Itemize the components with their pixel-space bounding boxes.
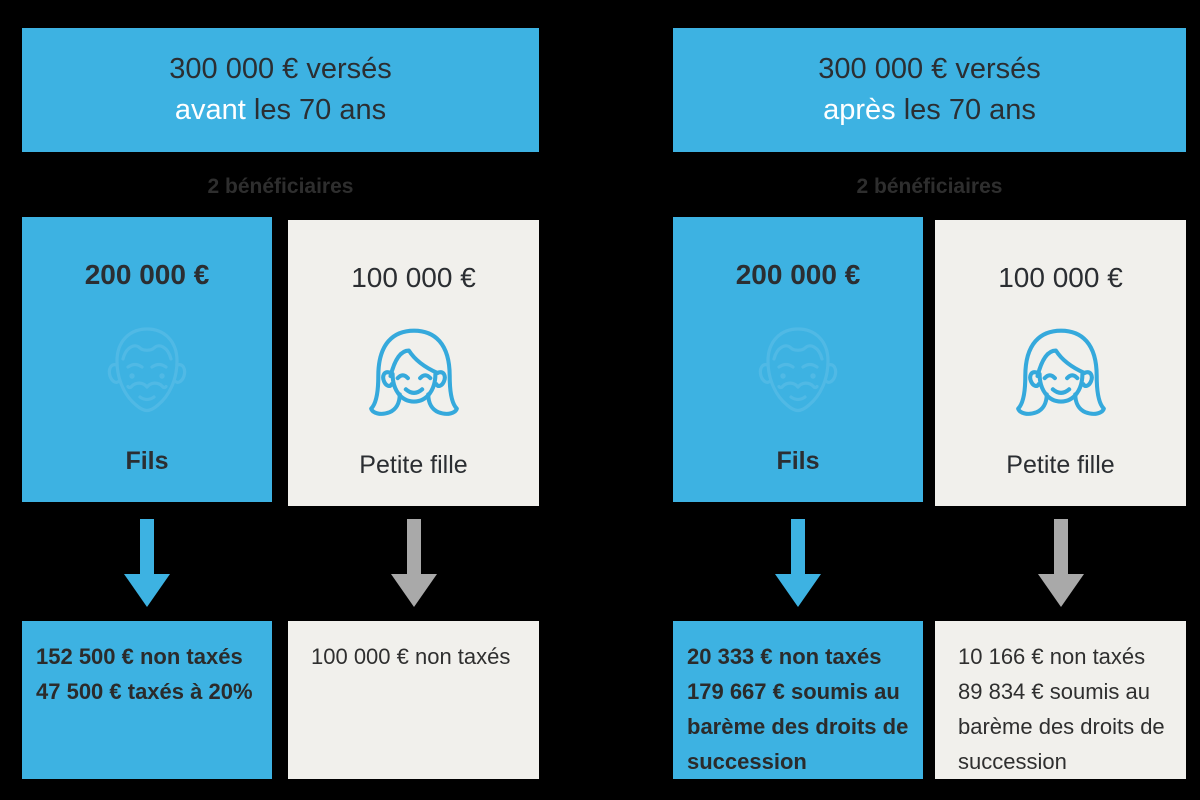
- result-line: 179 667 € soumis au barème des droits de…: [687, 679, 909, 774]
- man-face-icon: [97, 316, 197, 424]
- panel-before-70: 300 000 € versés avant les 70 ans 2 béné…: [22, 28, 539, 779]
- header-line2-rest: les 70 ans: [895, 94, 1036, 126]
- header-line1: 300 000 € versés: [169, 53, 392, 85]
- card-granddaughter-amount: 100 000 €: [351, 262, 476, 293]
- result-line: 152 500 € non taxés: [36, 644, 243, 669]
- header-line2: après les 70 ans: [823, 90, 1036, 131]
- card-granddaughter-label: Petite fille: [1006, 451, 1115, 479]
- card-son: 200 000 € Fils: [673, 217, 923, 502]
- card-granddaughter-label: Petite fille: [359, 451, 468, 479]
- header-line2-rest: les 70 ans: [245, 94, 387, 126]
- arrow-down-gray: [288, 519, 539, 607]
- card-son-label: Fils: [776, 447, 820, 475]
- header-highlight-word: après: [823, 94, 896, 126]
- woman-face-icon: [1010, 320, 1112, 428]
- result-line: 100 000 € non taxés: [311, 644, 511, 669]
- arrow-down-blue: [22, 519, 272, 607]
- result-line: 47 500 € taxés à 20%: [36, 679, 253, 704]
- card-son-label: Fils: [125, 447, 169, 475]
- panel-after-70: 300 000 € versés après les 70 ans 2 béné…: [673, 28, 1186, 779]
- result-line: 20 333 € non taxés: [687, 644, 882, 669]
- arrow-down-gray: [935, 519, 1186, 607]
- header-line2: avant les 70 ans: [175, 90, 386, 131]
- card-son: 200 000 € Fils: [22, 217, 272, 502]
- beneficiaries-count-label: 2 bénéficiaires: [856, 175, 1003, 198]
- card-son-amount: 200 000 €: [735, 259, 861, 290]
- header-before-70: 300 000 € versés avant les 70 ans: [22, 28, 539, 152]
- header-line1: 300 000 € versés: [818, 53, 1041, 85]
- card-granddaughter: 100 000 € Petite fille: [288, 220, 539, 506]
- result-line: 89 834 € soumis au barème des droits de …: [958, 679, 1165, 774]
- card-granddaughter: 100 000 € Petite fille: [935, 220, 1186, 506]
- result-granddaughter-taxation: 10 166 € non taxés 89 834 € soumis au ba…: [935, 621, 1186, 779]
- arrow-down-blue: [673, 519, 923, 607]
- result-son-taxation: 20 333 € non taxés 179 667 € soumis au b…: [673, 621, 923, 779]
- header-highlight-word: avant: [174, 94, 246, 126]
- result-line: 10 166 € non taxés: [958, 644, 1146, 669]
- card-son-amount: 200 000 €: [84, 259, 210, 290]
- result-granddaughter-taxation: 100 000 € non taxés: [288, 621, 539, 779]
- man-face-icon: [748, 316, 848, 424]
- woman-face-icon: [363, 320, 465, 428]
- header-after-70: 300 000 € versés après les 70 ans: [673, 28, 1186, 152]
- result-son-taxation: 152 500 € non taxés 47 500 € taxés à 20%: [22, 621, 272, 779]
- beneficiaries-count-label: 2 bénéficiaires: [207, 175, 354, 198]
- card-granddaughter-amount: 100 000 €: [998, 262, 1123, 293]
